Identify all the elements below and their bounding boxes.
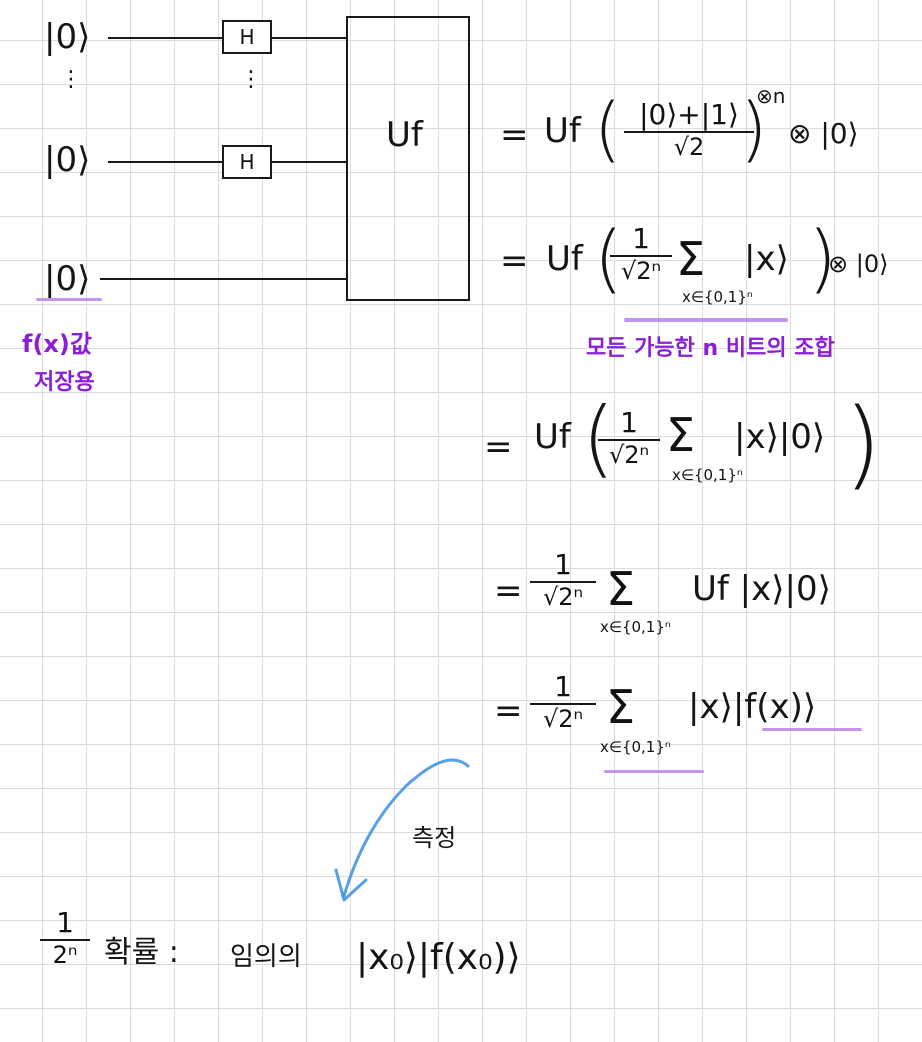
subscript-highlight-5 — [604, 770, 704, 773]
sum-subscript-4: x∈{0,1}ⁿ — [600, 618, 671, 636]
ancilla-note-line2: 저장용 — [34, 370, 95, 395]
probability-fraction: 1 2ⁿ — [40, 906, 90, 969]
ket-x0-3: |x⟩|0⟩ — [734, 417, 826, 457]
bit-combination-note: 모든 가능한 n 비트의 조합 — [586, 336, 835, 361]
fraction-1-bar — [624, 131, 754, 133]
fraction-4-denominator: √2ⁿ — [542, 583, 584, 611]
collapsed-state: |x₀⟩|f(x₀)⟩ — [356, 937, 521, 978]
right-paren-2: ) — [808, 216, 837, 302]
right-paren-3: ) — [844, 388, 882, 500]
fraction-1-denominator: √2 — [673, 133, 705, 161]
oracle-applied-4: Uf |x⟩|0⟩ — [692, 569, 831, 609]
left-paren-2: ( — [594, 216, 623, 302]
input-ket-2: |0⟩ — [44, 140, 91, 180]
fraction-1: |0⟩+|1⟩ √2 — [624, 98, 754, 161]
wire-ancilla — [100, 278, 348, 280]
fraction-4-numerator: 1 — [554, 548, 572, 581]
fraction-2-bar — [610, 255, 672, 257]
probability-numerator: 1 — [56, 906, 74, 939]
sum-symbol-3: Σ — [666, 408, 696, 462]
ancilla-highlight — [36, 298, 102, 301]
result-state-5: |x⟩|f(x)⟩ — [688, 687, 817, 727]
oracle-op-3: Uf — [534, 417, 571, 457]
fraction-5-bar — [530, 703, 596, 705]
equals-sign-1: = — [500, 115, 529, 155]
fraction-1-numerator: |0⟩+|1⟩ — [639, 98, 739, 131]
equals-sign-5: = — [494, 691, 523, 731]
hadamard-gate-1: H — [222, 20, 272, 54]
left-paren-3: ( — [582, 389, 615, 487]
ancilla-tensor-2: ⊗ |0⟩ — [828, 250, 889, 278]
equals-sign-4: = — [494, 571, 523, 611]
hadamard-gate-2: H — [222, 145, 272, 179]
oracle-label: Uf — [386, 115, 423, 155]
arbitrary-label: 임의의 — [230, 942, 302, 972]
fraction-4-bar — [530, 581, 596, 583]
left-paren-1: ( — [594, 88, 622, 170]
oracle-op-1: Uf — [544, 111, 581, 151]
fx-highlight-5 — [762, 728, 862, 731]
ancilla-note-line1: f(x)값 — [22, 330, 92, 358]
input-ket-ancilla: |0⟩ — [44, 259, 91, 299]
fraction-2: 1 √2ⁿ — [610, 222, 672, 285]
oracle-op-2: Uf — [546, 239, 583, 279]
probability-bar — [40, 939, 90, 941]
sum-symbol-4: Σ — [606, 562, 636, 616]
fraction-3-bar — [598, 439, 660, 441]
equals-sign-3: = — [484, 427, 513, 467]
sum-subscript-2: x∈{0,1}ⁿ — [682, 288, 753, 306]
fraction-5-numerator: 1 — [554, 670, 572, 703]
right-paren-1: ) — [740, 88, 768, 170]
sum-symbol-5: Σ — [606, 680, 636, 734]
tensor-power-1: ⊗n — [756, 84, 786, 108]
fraction-5: 1 √2ⁿ — [530, 670, 596, 733]
ancilla-tensor-1: ⊗ |0⟩ — [788, 117, 859, 150]
fraction-5-denominator: √2ⁿ — [542, 705, 584, 733]
input-ket-1: |0⟩ — [44, 17, 91, 57]
probability-denominator: 2ⁿ — [52, 941, 78, 969]
sum-symbol-2: Σ — [676, 232, 706, 286]
fraction-2-denominator: √2ⁿ — [620, 257, 662, 285]
fraction-4: 1 √2ⁿ — [530, 548, 596, 611]
equals-sign-2: = — [500, 241, 529, 281]
sum-subscript-5: x∈{0,1}ⁿ — [600, 738, 671, 756]
subscript-highlight-2 — [624, 318, 788, 322]
ket-x-2: |x⟩ — [744, 239, 789, 279]
probability-label: 확률 : — [104, 935, 179, 970]
fraction-3-denominator: √2ⁿ — [608, 441, 650, 469]
fraction-3: 1 √2ⁿ — [598, 406, 660, 469]
sum-subscript-3: x∈{0,1}ⁿ — [672, 466, 743, 484]
measure-label: 측정 — [412, 824, 457, 852]
fraction-3-numerator: 1 — [620, 406, 638, 439]
fraction-2-numerator: 1 — [632, 222, 650, 255]
oracle-box — [346, 16, 470, 301]
